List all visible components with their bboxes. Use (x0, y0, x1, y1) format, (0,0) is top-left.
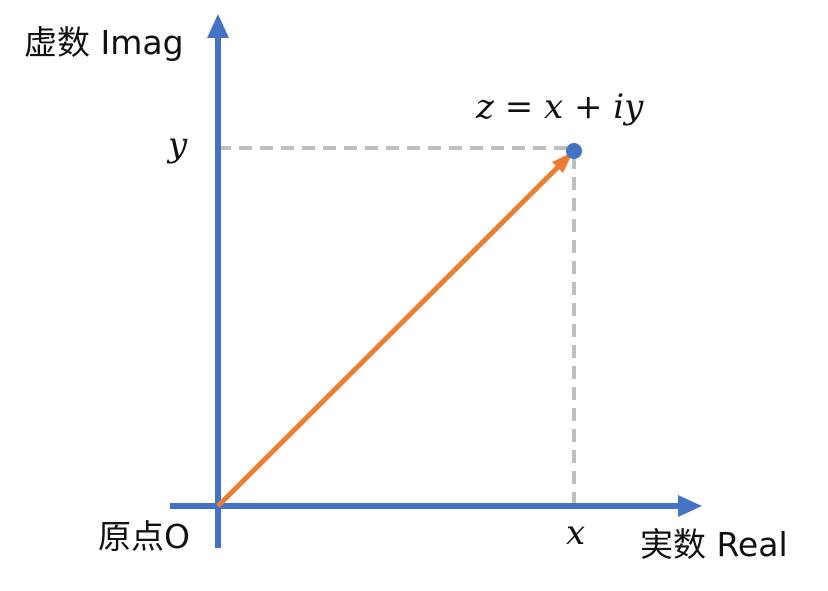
x-tick-label: x (566, 513, 585, 553)
real-axis-label: 実数 Real (640, 525, 788, 564)
real-axis-arrowhead (678, 495, 702, 517)
point-z (566, 143, 582, 159)
point-z-label: z = x + iy (475, 87, 644, 127)
y-tick-label: y (166, 125, 188, 165)
imaginary-axis-arrowhead (207, 14, 229, 38)
vector-z (216, 161, 564, 508)
origin-label: 原点O (98, 517, 190, 556)
imaginary-axis-label: 虚数 Imag (24, 23, 184, 62)
vector-z-arrowhead (552, 152, 573, 173)
